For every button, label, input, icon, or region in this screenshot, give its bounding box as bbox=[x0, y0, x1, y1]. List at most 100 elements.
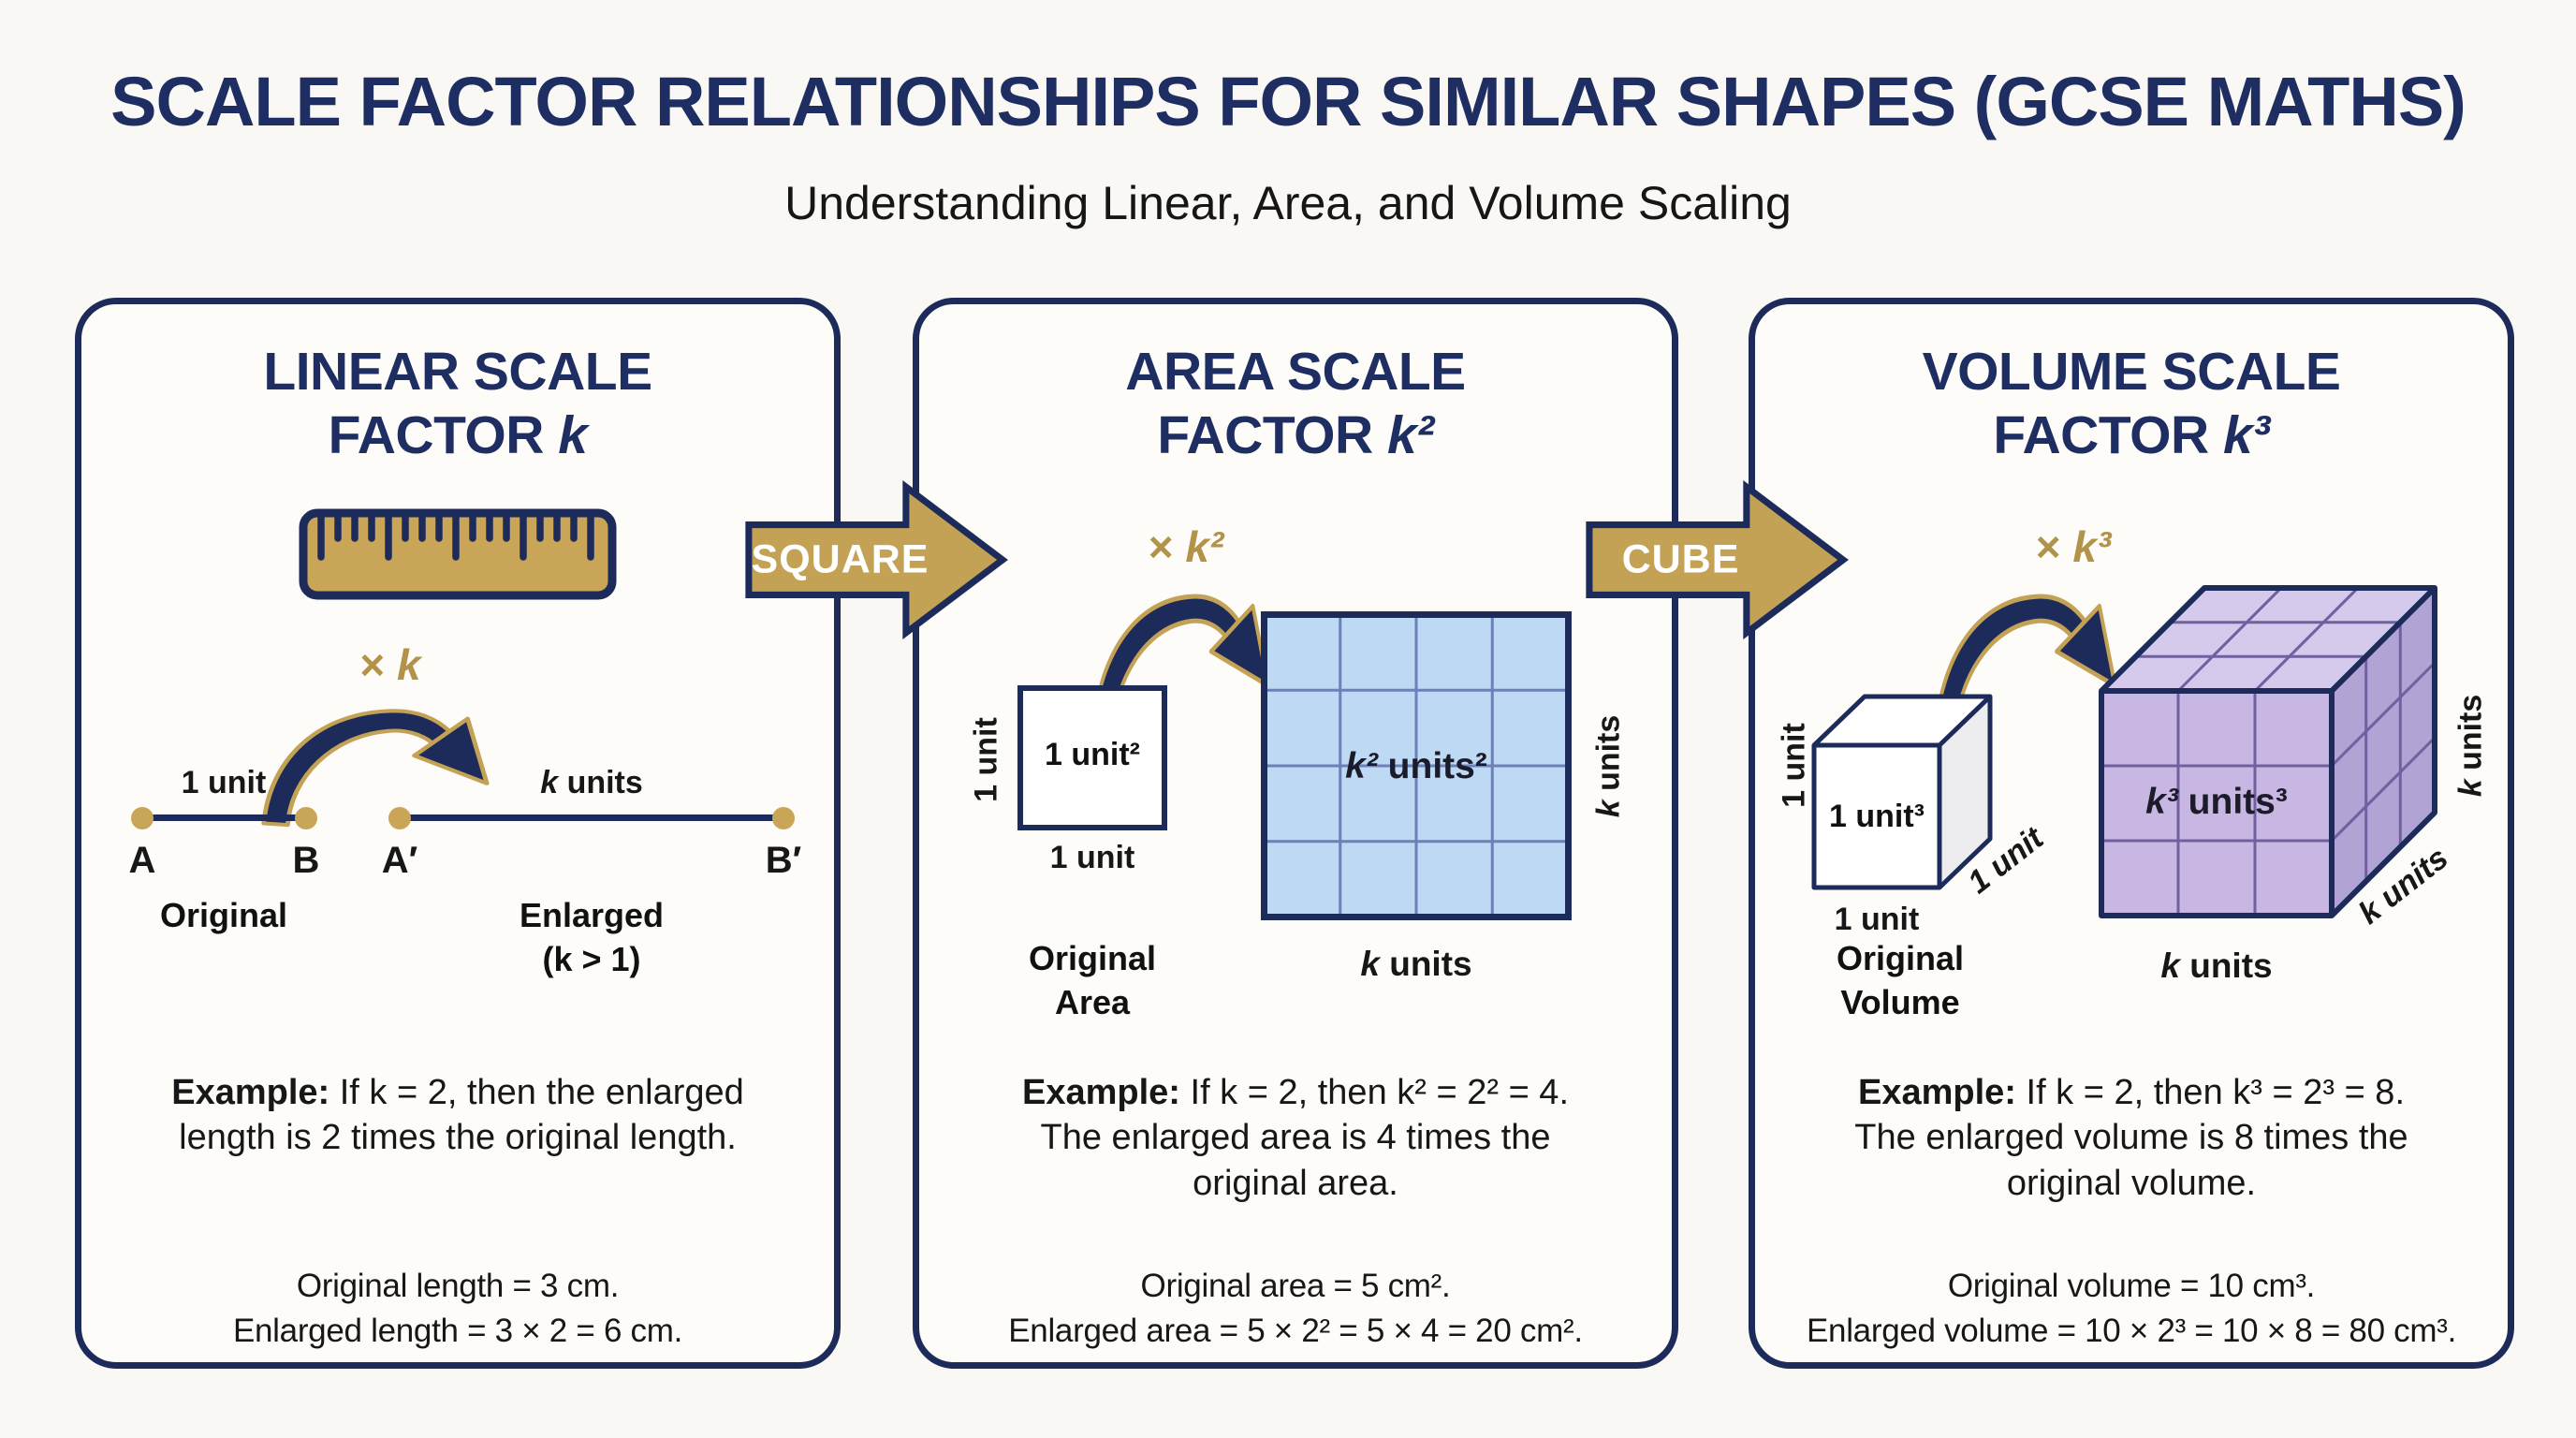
enlarged-value-line: Enlarged area = 5 × 2² = 5 × 4 = 20 cm². bbox=[1008, 1312, 1583, 1349]
caption-line: Original bbox=[1836, 939, 1965, 977]
scaled-square-side-label: k units bbox=[1591, 697, 1628, 837]
curved-arrow-icon bbox=[1090, 594, 1270, 740]
right-block-arrow-icon bbox=[745, 479, 1008, 640]
units-word: units bbox=[2179, 946, 2273, 985]
linear-panel-title: LINEAR SCALE FACTOR k bbox=[81, 340, 834, 468]
square-transform-arrow: SQUARE bbox=[744, 479, 1011, 640]
linear-title-line2: FACTOR bbox=[328, 405, 559, 466]
area-example-text: Example: If k = 2, then k² = 2² = 4. The… bbox=[927, 1070, 1664, 1206]
enlarged-segment bbox=[388, 806, 795, 829]
linear-stats-text: Original length = 3 cm. Enlarged length … bbox=[83, 1264, 832, 1353]
unit-cube-label: 1 unit³ bbox=[1829, 799, 1925, 834]
scaled-cube-bottom-label: k units bbox=[2123, 946, 2310, 986]
volume-stats-text: Original volume = 10 cm³. Enlarged volum… bbox=[1757, 1264, 2506, 1353]
original-length-label: 1 unit bbox=[181, 765, 267, 800]
units-word: units bbox=[1379, 945, 1472, 983]
multiplier-k3: k³ bbox=[2060, 522, 2112, 571]
enlarged-length-label: k units bbox=[526, 765, 657, 801]
example-line: If k = 2, then the enlarged bbox=[329, 1073, 744, 1112]
curved-arrow-icon bbox=[1933, 594, 2117, 740]
area-title-line2: FACTOR bbox=[1157, 405, 1387, 466]
example-line: original volume. bbox=[2006, 1163, 2257, 1203]
point-b-label: B bbox=[292, 840, 320, 881]
units2-word: units² bbox=[1377, 746, 1487, 786]
caption-line: Area bbox=[1054, 982, 1131, 1021]
units3-word: units³ bbox=[2177, 782, 2288, 822]
page-subtitle: Understanding Linear, Area, and Volume S… bbox=[784, 177, 1792, 229]
linear-title-k: k bbox=[558, 405, 588, 466]
volume-title-line1: VOLUME SCALE bbox=[1922, 342, 2341, 402]
ruler-icon bbox=[299, 508, 617, 600]
scaled-square-bottom-label: k units bbox=[1323, 945, 1510, 984]
square-arrow-label: SQUARE bbox=[751, 536, 929, 582]
area-title-k: k² bbox=[1386, 405, 1434, 466]
area-title-line1: AREA SCALE bbox=[1125, 342, 1466, 402]
scaled-square-label: k² units² bbox=[1313, 746, 1519, 787]
endpoint-dot bbox=[772, 806, 795, 829]
example-prefix: Example: bbox=[1857, 1073, 2016, 1112]
scaled-cube-shape bbox=[2099, 585, 2437, 918]
unit-cube-side-label: 1 unit bbox=[1776, 723, 1812, 808]
original-volume-caption: Original Volume bbox=[1807, 937, 1994, 1025]
k3-symbol: k³ bbox=[2145, 782, 2178, 822]
linear-example-text: Example: If k = 2, then the enlarged len… bbox=[89, 1070, 827, 1161]
k2-symbol: k² bbox=[1345, 746, 1378, 786]
linear-scale-panel: LINEAR SCALE FACTOR k × k bbox=[75, 298, 841, 1369]
volume-title-k: k³ bbox=[2222, 405, 2270, 466]
original-segment bbox=[131, 806, 317, 829]
units-word: units bbox=[1590, 714, 1627, 800]
volume-multiplier-label: × k³ bbox=[1994, 521, 2153, 572]
example-line: The enlarged volume is 8 times the bbox=[1854, 1118, 2408, 1158]
caption-line: Original bbox=[1028, 939, 1157, 977]
volume-example-text: Example: If k = 2, then k³ = 2³ = 8. The… bbox=[1763, 1070, 2500, 1206]
area-scale-panel: AREA SCALE FACTOR k² × k² 1 unit² 1 unit… bbox=[913, 298, 1678, 1369]
k-symbol: k bbox=[540, 765, 559, 800]
times-sign: × bbox=[359, 640, 386, 689]
volume-title-line2: FACTOR bbox=[1993, 405, 2223, 466]
enlarged-condition: (k > 1) bbox=[542, 939, 641, 978]
original-value-line: Original length = 3 cm. bbox=[296, 1268, 620, 1304]
original-caption: Original bbox=[159, 896, 288, 934]
example-line: length is 2 times the original length. bbox=[179, 1118, 737, 1158]
point-b-prime-label: B′ bbox=[765, 840, 802, 881]
k-symbol: k bbox=[2160, 946, 2180, 985]
enlarged-word: Enlarged bbox=[519, 896, 665, 934]
units-word: units bbox=[558, 765, 643, 800]
curved-arrow-icon bbox=[261, 709, 490, 828]
unit-square-shape bbox=[1017, 685, 1167, 830]
caption-line: Volume bbox=[1840, 982, 1960, 1021]
original-value-line: Original area = 5 cm². bbox=[1140, 1268, 1451, 1304]
k-symbol: k bbox=[2452, 779, 2489, 798]
unit-square-bottom-label: 1 unit bbox=[1049, 840, 1135, 875]
endpoint-dot bbox=[131, 806, 154, 829]
scaled-cube-label: k³ units³ bbox=[2114, 782, 2320, 823]
example-line: The enlarged area is 4 times the bbox=[1040, 1118, 1551, 1158]
original-area-caption: Original Area bbox=[999, 937, 1186, 1025]
endpoint-dot bbox=[295, 806, 317, 829]
enlarged-value-line: Enlarged length = 3 × 2 = 6 cm. bbox=[232, 1312, 683, 1349]
multiplier-k: k bbox=[385, 640, 421, 689]
cube-transform-arrow: CUBE bbox=[1585, 479, 1852, 640]
units-word: units bbox=[2452, 694, 2489, 780]
page-title: SCALE FACTOR RELATIONSHIPS FOR SIMILAR S… bbox=[110, 63, 2466, 140]
scaled-square-grid-shape bbox=[1261, 611, 1572, 920]
right-block-arrow-icon bbox=[1586, 479, 1849, 640]
multiplier-k2: k² bbox=[1173, 522, 1224, 571]
area-stats-text: Original area = 5 cm². Enlarged area = 5… bbox=[921, 1264, 1670, 1353]
example-prefix: Example: bbox=[1021, 1073, 1180, 1112]
point-a-prime-label: A′ bbox=[381, 840, 418, 881]
area-multiplier-label: × k² bbox=[1106, 521, 1266, 572]
scaled-cube-side-label: k units bbox=[2453, 676, 2490, 816]
area-panel-title: AREA SCALE FACTOR k² bbox=[919, 340, 1672, 468]
unit-cube-bottom-label: 1 unit bbox=[1834, 902, 1920, 937]
original-value-line: Original volume = 10 cm³. bbox=[1947, 1268, 2316, 1304]
volume-panel-title: VOLUME SCALE FACTOR k³ bbox=[1755, 340, 2508, 468]
k-symbol: k bbox=[1590, 800, 1627, 818]
times-sign: × bbox=[2035, 522, 2061, 571]
enlarged-value-line: Enlarged volume = 10 × 2³ = 10 × 8 = 80 … bbox=[1806, 1312, 2457, 1349]
point-a-label: A bbox=[128, 840, 156, 881]
k-symbol: k bbox=[1360, 945, 1380, 983]
linear-multiplier-label: × k bbox=[311, 639, 470, 690]
volume-scale-panel: VOLUME SCALE FACTOR k³ × k³ 1 unit³ 1 un… bbox=[1749, 298, 2514, 1369]
